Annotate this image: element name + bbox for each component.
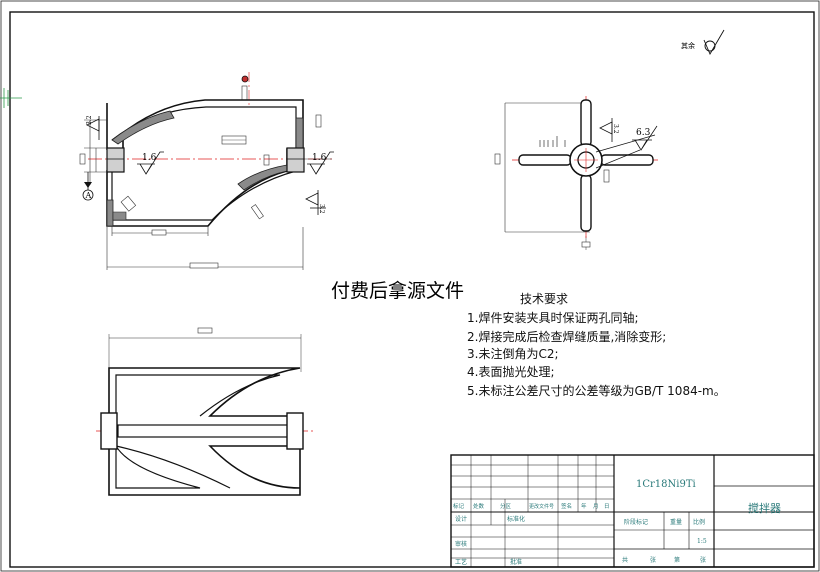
roughness-right-port bbox=[307, 151, 334, 175]
blade-right bbox=[600, 154, 654, 166]
roughness-value-upper-left: 3.2 bbox=[86, 115, 93, 125]
roughness-left-port bbox=[137, 151, 164, 175]
tb-bottom-3: 张 bbox=[700, 556, 706, 564]
tb-header-4: 签名 bbox=[561, 502, 572, 510]
blade-top bbox=[580, 99, 592, 147]
tb-header-1: 处数 bbox=[473, 502, 485, 510]
top-view bbox=[96, 327, 316, 496]
tb-row-design: 设计 bbox=[455, 515, 467, 523]
top-datum-circle bbox=[241, 75, 249, 83]
roughness-value-right: 1.6 bbox=[312, 153, 327, 163]
front-view: A 1.6 1.6 3.2 3.2 bbox=[79, 72, 334, 270]
origin-mark bbox=[0, 88, 22, 108]
tech-title: 技术要求 bbox=[520, 292, 568, 306]
top-inner-contour bbox=[115, 374, 281, 489]
front-dimensions bbox=[84, 119, 332, 270]
blade-left bbox=[518, 154, 572, 166]
front-outer-contour bbox=[106, 99, 304, 227]
roughness-value-side-b: 6.3 bbox=[636, 128, 651, 138]
tech-item-2: 2.焊接完成后检查焊缝质量,消除变形; bbox=[467, 329, 666, 344]
tech-item-3: 3.未注倒角为C2; bbox=[467, 346, 559, 361]
tech-item-1: 1.焊件安装夹具时保证两孔同轴; bbox=[467, 310, 639, 325]
tb-header-3: 更改文件号 bbox=[529, 503, 554, 510]
tb-bottom-0: 共 bbox=[622, 556, 628, 564]
tech-item-5: 5.未标注公差尺寸的公差等级为GB/T 1084-m。 bbox=[467, 383, 726, 398]
tb-header-5: 年 bbox=[581, 502, 587, 510]
datum-symbol: A bbox=[82, 172, 94, 201]
roughness-value-left: 1.6 bbox=[142, 153, 157, 163]
general-roughness: 其余 bbox=[681, 29, 725, 55]
blade-bottom bbox=[580, 174, 592, 232]
roughness-upper-left bbox=[86, 116, 100, 140]
general-roughness-label: 其余 bbox=[681, 41, 695, 50]
weld-seam-upper-left bbox=[111, 110, 175, 145]
tb-header-0: 标记 bbox=[453, 502, 465, 510]
roughness-value-lower-right: 3.2 bbox=[318, 204, 325, 214]
tb-scale-value: 1:5 bbox=[697, 538, 707, 545]
tb-row-standard: 标准化 bbox=[507, 515, 525, 523]
watermark-text: 付费后拿源文件 bbox=[331, 279, 464, 302]
technical-requirements: 技术要求 1.焊件安装夹具时保证两孔同轴; 2.焊接完成后检查焊缝质量,消除变形… bbox=[467, 292, 726, 398]
weld-seam-upper-right bbox=[295, 117, 304, 150]
left-port-boss bbox=[106, 147, 125, 173]
tb-header-7: 日 bbox=[604, 503, 610, 510]
roughness-lower-right bbox=[305, 190, 326, 215]
tb-material: 1Cr18Ni9Ti bbox=[636, 479, 696, 490]
top-left-flange bbox=[100, 412, 118, 450]
weld-seam-lower-right bbox=[237, 164, 288, 191]
tb-header-6: 月 bbox=[593, 503, 599, 510]
tb-part-name: 搅拌器 bbox=[748, 501, 781, 515]
tb-header-2: 分区 bbox=[500, 502, 512, 510]
tb-row-approve: 批准 bbox=[510, 558, 522, 566]
title-block-text: 标记 处数 分区 更改文件号 签名 年 月 日 设计 标准化 审核 工艺 批准 … bbox=[453, 479, 781, 566]
right-port-boss bbox=[286, 147, 305, 173]
roughness-side-b bbox=[632, 125, 658, 151]
title-block bbox=[450, 454, 815, 568]
datum-label: A bbox=[85, 191, 92, 200]
tb-row-review: 审核 bbox=[455, 540, 467, 548]
drawing-frame bbox=[9, 11, 815, 568]
roughness-value-side-a: 3.2 bbox=[612, 124, 619, 134]
tb-row-process: 工艺 bbox=[455, 558, 467, 566]
top-right-flange bbox=[286, 412, 304, 450]
tb-bottom-2: 第 bbox=[674, 556, 680, 564]
weld-seam-lower-left bbox=[106, 199, 114, 227]
tb-mid-stage: 阶段标记 bbox=[624, 518, 648, 526]
tb-mid-weight: 重量 bbox=[670, 518, 682, 526]
tb-mid-scale: 比例 bbox=[693, 518, 705, 526]
tb-bottom-1: 张 bbox=[650, 556, 656, 564]
tech-item-4: 4.表面抛光处理; bbox=[467, 364, 555, 379]
top-shaft bbox=[117, 424, 289, 438]
side-view: 3.2 6.3 bbox=[494, 96, 660, 250]
roughness-side-a bbox=[599, 118, 613, 142]
